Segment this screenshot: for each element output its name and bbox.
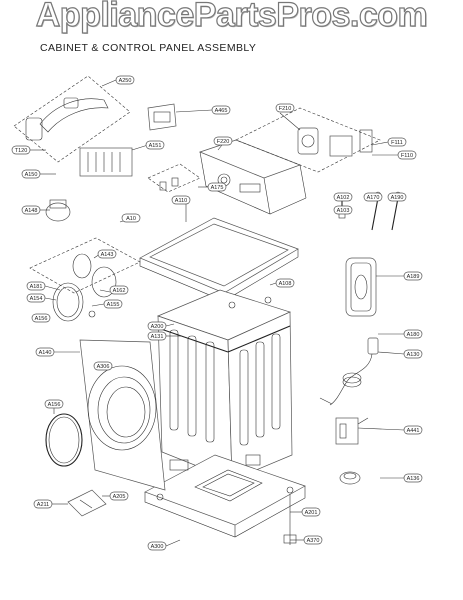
callout-A102: A102 [333,192,353,202]
callout-label: F111 [391,140,403,146]
callout-label: A151 [149,143,162,149]
callout-A155: A155 [103,299,123,309]
callout-A103: A103 [333,205,353,215]
callout-A156b: A156 [44,399,64,409]
callout-label: A130 [407,352,420,358]
callout-label: A10 [126,216,136,222]
callout-A131: A131 [147,331,167,341]
callout-A130: A130 [403,349,423,359]
callout-F111: F111 [387,137,407,147]
callout-A441: A441 [403,425,423,435]
callout-label: A162 [113,288,126,294]
callout-A205: A205 [109,491,129,501]
main-pcb [147,103,177,131]
callout-A162: A162 [109,285,129,295]
callout-label: A211 [37,502,49,508]
heater-element [345,257,377,317]
foot-pad [339,471,361,485]
gasket-ring [45,413,83,467]
callout-label: A201 [305,510,318,516]
callout-T120: T120 [11,145,31,155]
callout-label: A441 [407,428,420,434]
callout-label: A156 [48,402,61,408]
callout-A211: A211 [33,499,53,509]
callout-A190: A190 [387,192,407,202]
callout-A136: A136 [403,473,423,483]
callout-A110: A110 [171,195,191,205]
callout-A170: A170 [363,192,383,202]
callout-label: F110 [401,153,413,159]
callout-A180: A180 [403,329,423,339]
bottom-bracket [67,489,107,517]
callout-label: A300 [151,544,164,550]
callout-A10: A10 [121,213,141,223]
callout-A156: A156 [31,313,51,323]
callout-F210: F210 [275,103,295,113]
callout-label: A181 [30,284,43,290]
callout-label: A250 [119,78,132,84]
callout-A370: A370 [303,535,323,545]
cabinet-top-panel [139,217,299,302]
callout-A189: A189 [403,271,423,281]
callout-label: A150 [25,172,38,178]
callout-label: A370 [307,538,320,544]
callout-label: A140 [39,350,52,356]
callout-label: A205 [113,494,126,500]
callout-label: A189 [407,274,420,280]
callout-A151: A151 [145,140,165,150]
power-cord [319,337,379,406]
page-title: CABINET & CONTROL PANEL ASSEMBLY [40,42,257,54]
callout-label: A136 [407,476,420,482]
callout-A300: A300 [147,541,167,551]
callout-label: A148 [25,208,38,214]
callout-A175: A175 [207,182,227,192]
cabinet-body [157,289,293,481]
callout-F220: F220 [213,136,233,146]
callout-label: A306 [97,364,110,370]
callout-label: A190 [391,195,404,201]
callout-A154: A154 [26,293,46,303]
callout-label: A156 [35,316,48,322]
callout-A201: A201 [301,507,321,517]
callout-label: A180 [407,332,420,338]
callout-A140: A140 [35,347,55,357]
callout-label: A465 [215,108,228,114]
callout-label: A155 [107,302,120,308]
callout-A250: A250 [115,75,135,85]
callout-label: A103 [337,208,350,214]
callout-label: A108 [279,281,292,287]
dispenser-assembly [13,75,133,222]
callout-F110: F110 [397,150,417,160]
callout-A150: A150 [21,169,41,179]
watermark: AppliancePartsPros.com [35,0,428,35]
callout-label: A200 [151,324,164,330]
callout-label: A170 [367,195,380,201]
callout-label: A102 [337,195,350,201]
callout-label: F220 [217,139,230,145]
callout-label: A143 [101,252,114,258]
callout-A465: A465 [211,105,231,115]
callout-label: A110 [175,198,187,204]
callout-label: F210 [279,106,292,112]
water-valve [335,417,369,445]
callout-label: A131 [151,334,164,340]
callout-A108: A108 [275,278,295,288]
callout-label: T120 [15,148,28,154]
detergent-drawer-housing [235,107,381,173]
callout-label: A175 [211,185,224,191]
callout-A306: A306 [93,361,113,371]
callout-A143: A143 [97,249,117,259]
base-frame [144,454,306,545]
callout-label: A154 [30,296,43,302]
screw-bracket [147,163,201,193]
control-panel [198,139,307,215]
door-lock-assembly [29,237,141,322]
front-panel [79,339,166,491]
callout-A200: A200 [147,321,167,331]
callout-A181: A181 [26,281,46,291]
callout-A148: A148 [21,205,41,215]
